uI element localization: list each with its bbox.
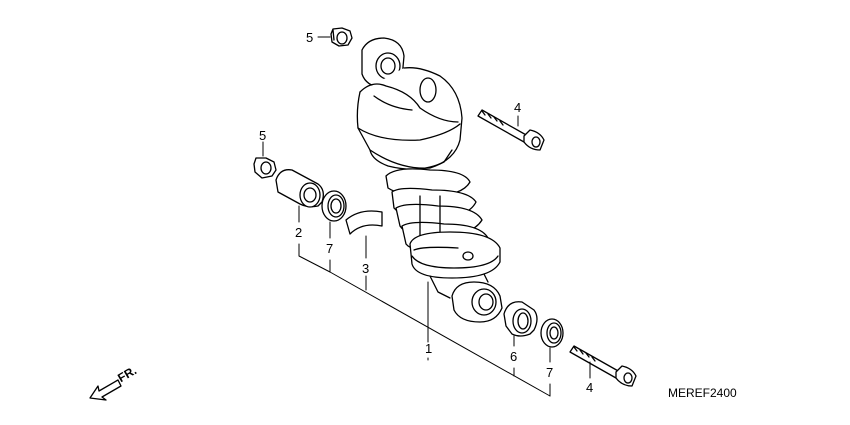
nut-part-5-top (330, 27, 353, 47)
callout-5-left: 5 (259, 128, 266, 143)
leader-lines (262, 36, 591, 397)
diagram-code: MEREF2400 (668, 386, 737, 400)
bearing-part-7-right (540, 318, 564, 348)
bolt-part-4-bottom (569, 345, 637, 387)
front-direction-arrow-icon (89, 379, 122, 401)
callout-4-bottom: 4 (586, 380, 593, 395)
callout-7-right: 7 (546, 365, 553, 380)
shock-absorber-part-1 (356, 37, 503, 323)
callout-3: 3 (362, 261, 369, 276)
collar-part-2 (275, 169, 324, 208)
callout-5-top: 5 (306, 30, 313, 45)
bearing-part-7-left (321, 190, 347, 222)
nut-part-5-left (253, 157, 277, 179)
callout-4-top: 4 (514, 100, 521, 115)
bolt-part-4-top (477, 109, 545, 151)
strip-part-3 (345, 210, 383, 235)
callout-2: 2 (295, 225, 302, 240)
callout-6: 6 (510, 349, 517, 364)
callout-7-left: 7 (326, 241, 333, 256)
bearing-part-6 (503, 301, 538, 337)
callout-1: 1 (425, 341, 432, 356)
